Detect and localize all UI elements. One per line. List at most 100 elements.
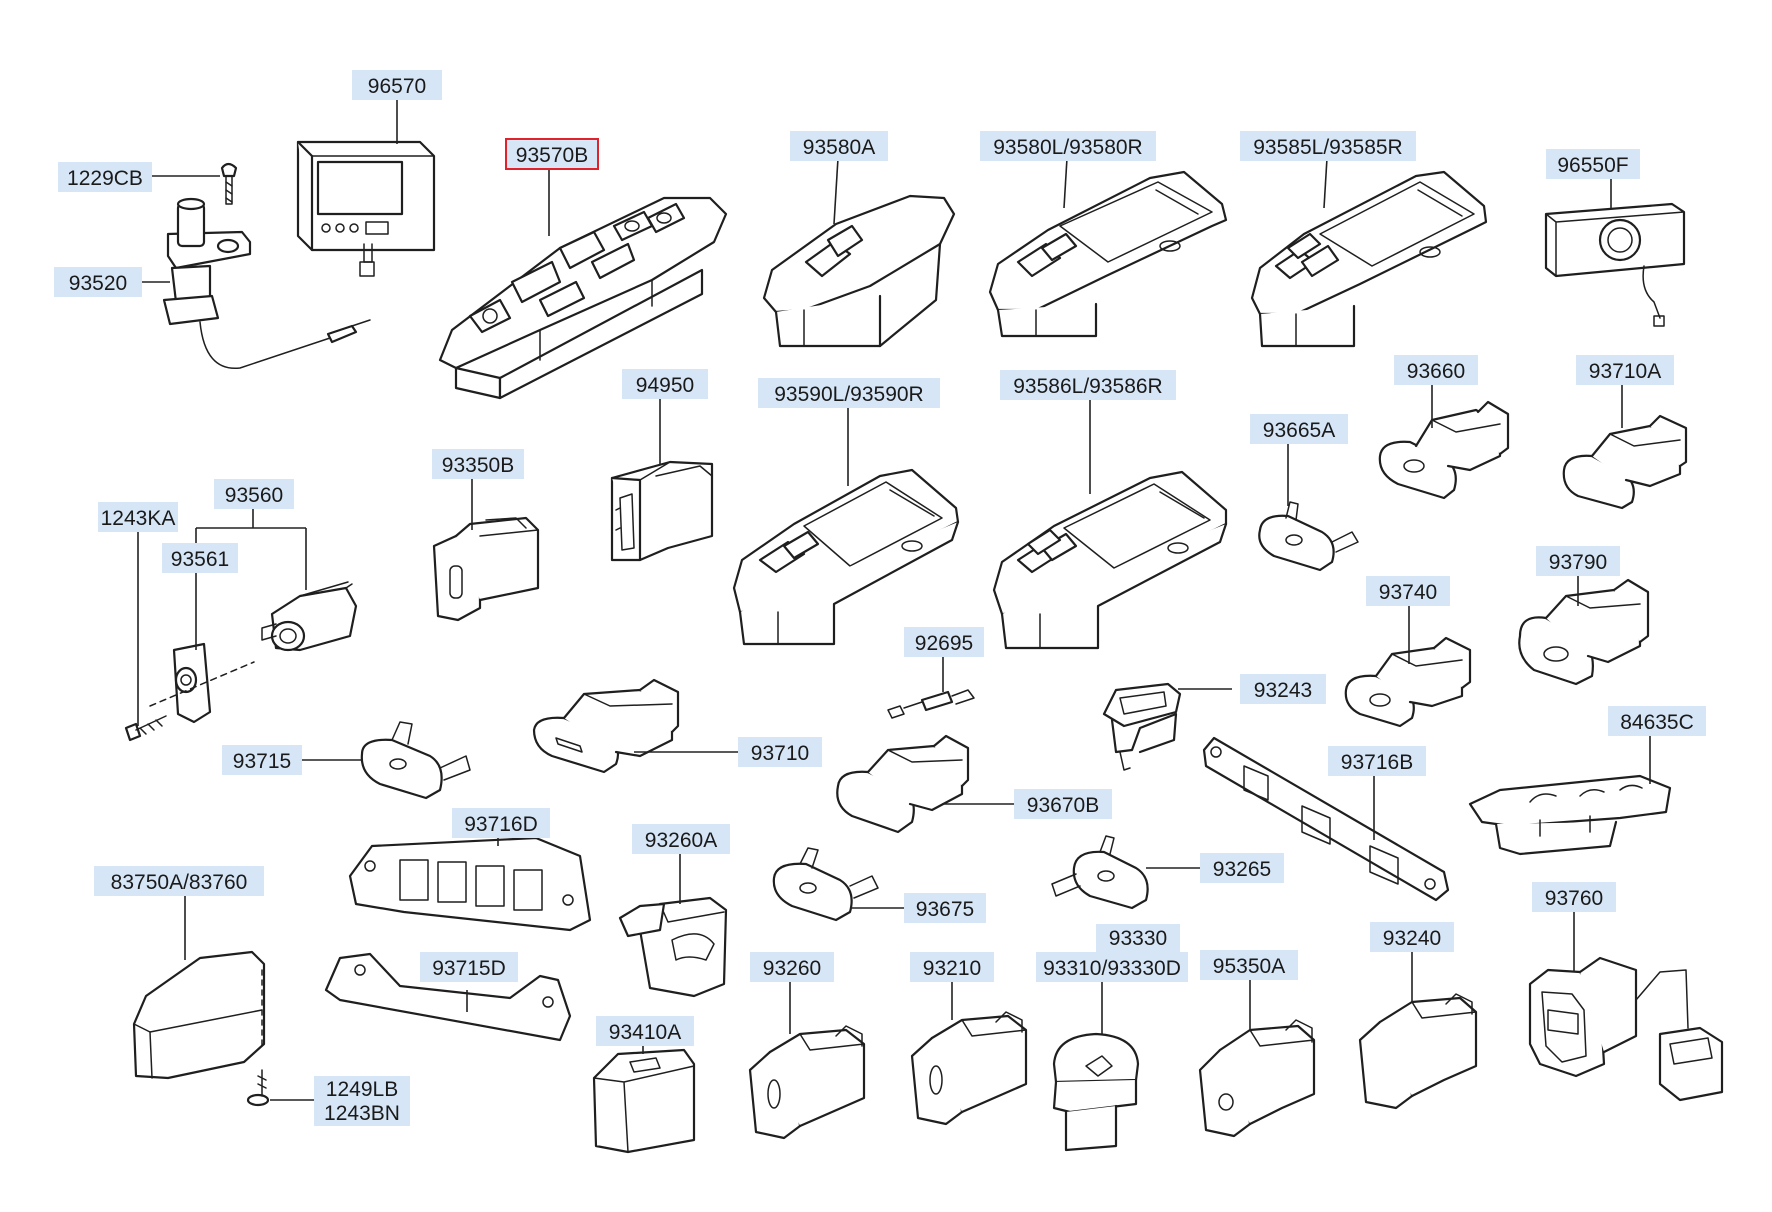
part-93570B-illustration <box>438 196 728 400</box>
label-93675[interactable]: 93675 <box>904 893 986 923</box>
part-92695-illustration <box>887 689 975 719</box>
label-1229CB[interactable]: 1229CB <box>58 162 152 192</box>
label-93760[interactable]: 93760 <box>1532 882 1616 912</box>
svg-text:93520: 93520 <box>69 272 127 295</box>
part-93350B-illustration <box>432 516 540 622</box>
svg-text:93760: 93760 <box>1545 887 1603 910</box>
part-93243-illustration <box>1102 682 1182 771</box>
part-94950-illustration <box>610 460 714 562</box>
label-83750A-83760[interactable]: 83750A/83760 <box>94 866 264 896</box>
label-93260[interactable]: 93260 <box>750 952 834 982</box>
label-92695[interactable]: 92695 <box>904 627 984 657</box>
label-94950[interactable]: 94950 <box>622 369 708 399</box>
svg-text:84635C: 84635C <box>1620 711 1694 734</box>
label-93580L-93580R[interactable]: 93580L/93580R <box>980 131 1156 161</box>
svg-text:93560: 93560 <box>225 484 283 507</box>
label-93410A[interactable]: 93410A <box>596 1016 694 1046</box>
label-93715[interactable]: 93715 <box>222 745 302 775</box>
label-84635C[interactable]: 84635C <box>1608 706 1706 736</box>
svg-text:1249LB: 1249LB <box>326 1078 398 1101</box>
part-93210-illustration <box>910 1011 1028 1126</box>
label-93561[interactable]: 93561 <box>162 543 238 573</box>
svg-text:93665A: 93665A <box>1263 419 1335 442</box>
part-93580L-93580R-illustration <box>988 170 1228 338</box>
part-93260-illustration <box>748 1025 866 1140</box>
label-93590L-93590R[interactable]: 93590L/93590R <box>758 378 940 408</box>
part-93716B-illustration <box>1202 736 1450 902</box>
label-93350B[interactable]: 93350B <box>432 449 524 479</box>
svg-text:93580A: 93580A <box>803 136 875 159</box>
selected-part-highlight <box>505 138 599 170</box>
label-93710[interactable]: 93710 <box>738 737 822 767</box>
svg-text:93716D: 93716D <box>464 813 538 836</box>
svg-text:93660: 93660 <box>1407 360 1465 383</box>
svg-text:93210: 93210 <box>923 957 981 980</box>
label-93210[interactable]: 93210 <box>910 952 994 982</box>
svg-text:93790: 93790 <box>1549 551 1607 574</box>
svg-text:93240: 93240 <box>1383 927 1441 950</box>
label-93520[interactable]: 93520 <box>54 267 142 297</box>
label-93265[interactable]: 93265 <box>1200 853 1284 883</box>
part-93665A-illustration <box>1258 501 1359 572</box>
svg-text:94950: 94950 <box>636 374 694 397</box>
svg-text:93590L/93590R: 93590L/93590R <box>774 383 923 406</box>
label-93670B[interactable]: 93670B <box>1014 789 1112 819</box>
label-93260A[interactable]: 93260A <box>632 824 730 854</box>
label-93580A[interactable]: 93580A <box>790 131 888 161</box>
part-93586L-93586R-illustration <box>992 470 1228 650</box>
label-1243KA[interactable]: 1243KA <box>98 502 178 532</box>
part-93410A-illustration <box>592 1048 696 1154</box>
svg-text:1243BN: 1243BN <box>324 1102 400 1125</box>
svg-text:96570: 96570 <box>368 75 426 98</box>
part-93585L-93585R-illustration <box>1250 170 1488 348</box>
label-93660[interactable]: 93660 <box>1394 355 1478 385</box>
svg-text:93330: 93330 <box>1109 927 1167 950</box>
part-93561-illustration <box>149 642 255 724</box>
svg-text:93580L/93580R: 93580L/93580R <box>993 136 1142 159</box>
label-1249LB[interactable]: 1249LB <box>314 1076 410 1102</box>
part-93716D-illustration <box>348 836 592 932</box>
part-93715D-illustration <box>324 952 572 1042</box>
svg-text:93715D: 93715D <box>432 957 506 980</box>
part-96550F-illustration <box>1544 202 1686 327</box>
svg-text:93586L/93586R: 93586L/93586R <box>1013 375 1162 398</box>
svg-text:83750A/83760: 83750A/83760 <box>111 871 248 894</box>
label-93330[interactable]: 93330 <box>1096 924 1180 952</box>
label-93310-93330D[interactable]: 93310/93330D <box>1036 952 1188 982</box>
part-95350A-illustration <box>1198 1019 1316 1138</box>
svg-text:96550F: 96550F <box>1557 154 1628 177</box>
svg-text:93710: 93710 <box>751 742 809 765</box>
svg-text:93243: 93243 <box>1254 679 1312 702</box>
label-93740[interactable]: 93740 <box>1366 576 1450 606</box>
label-93585L-93585R[interactable]: 93585L/93585R <box>1240 131 1416 161</box>
label-93716B[interactable]: 93716B <box>1328 746 1426 776</box>
part-93710A-illustration <box>1562 414 1688 510</box>
leader-lines <box>134 98 1651 1101</box>
label-93715D[interactable]: 93715D <box>420 952 518 982</box>
svg-text:1243KA: 1243KA <box>101 507 176 530</box>
label-93665A[interactable]: 93665A <box>1250 414 1348 444</box>
label-93790[interactable]: 93790 <box>1536 546 1620 576</box>
label-93570B[interactable]: 93570B <box>505 138 599 170</box>
label-93710A[interactable]: 93710A <box>1576 355 1674 385</box>
label-93716D[interactable]: 93716D <box>452 808 550 838</box>
label-93240[interactable]: 93240 <box>1370 922 1454 952</box>
part-93790-illustration <box>1518 578 1650 686</box>
part-93560-illustration <box>261 581 358 652</box>
part-93310-93330D-illustration <box>1052 1032 1140 1152</box>
svg-text:93310/93330D: 93310/93330D <box>1043 957 1181 980</box>
part-93740-illustration <box>1344 636 1472 728</box>
label-95350A[interactable]: 95350A <box>1200 950 1298 980</box>
svg-text:1229CB: 1229CB <box>67 167 143 190</box>
label-96550F[interactable]: 96550F <box>1546 149 1640 179</box>
part-93660-illustration <box>1378 400 1510 500</box>
label-96570[interactable]: 96570 <box>352 70 442 100</box>
part-93675-illustration <box>772 847 879 922</box>
label-1243BN[interactable]: 1243BN <box>314 1100 410 1126</box>
svg-text:93260: 93260 <box>763 957 821 980</box>
label-93243[interactable]: 93243 <box>1240 674 1326 704</box>
svg-text:93570B: 93570B <box>516 144 588 167</box>
label-93560[interactable]: 93560 <box>214 479 294 509</box>
label-93586L-93586R[interactable]: 93586L/93586R <box>1000 370 1176 400</box>
